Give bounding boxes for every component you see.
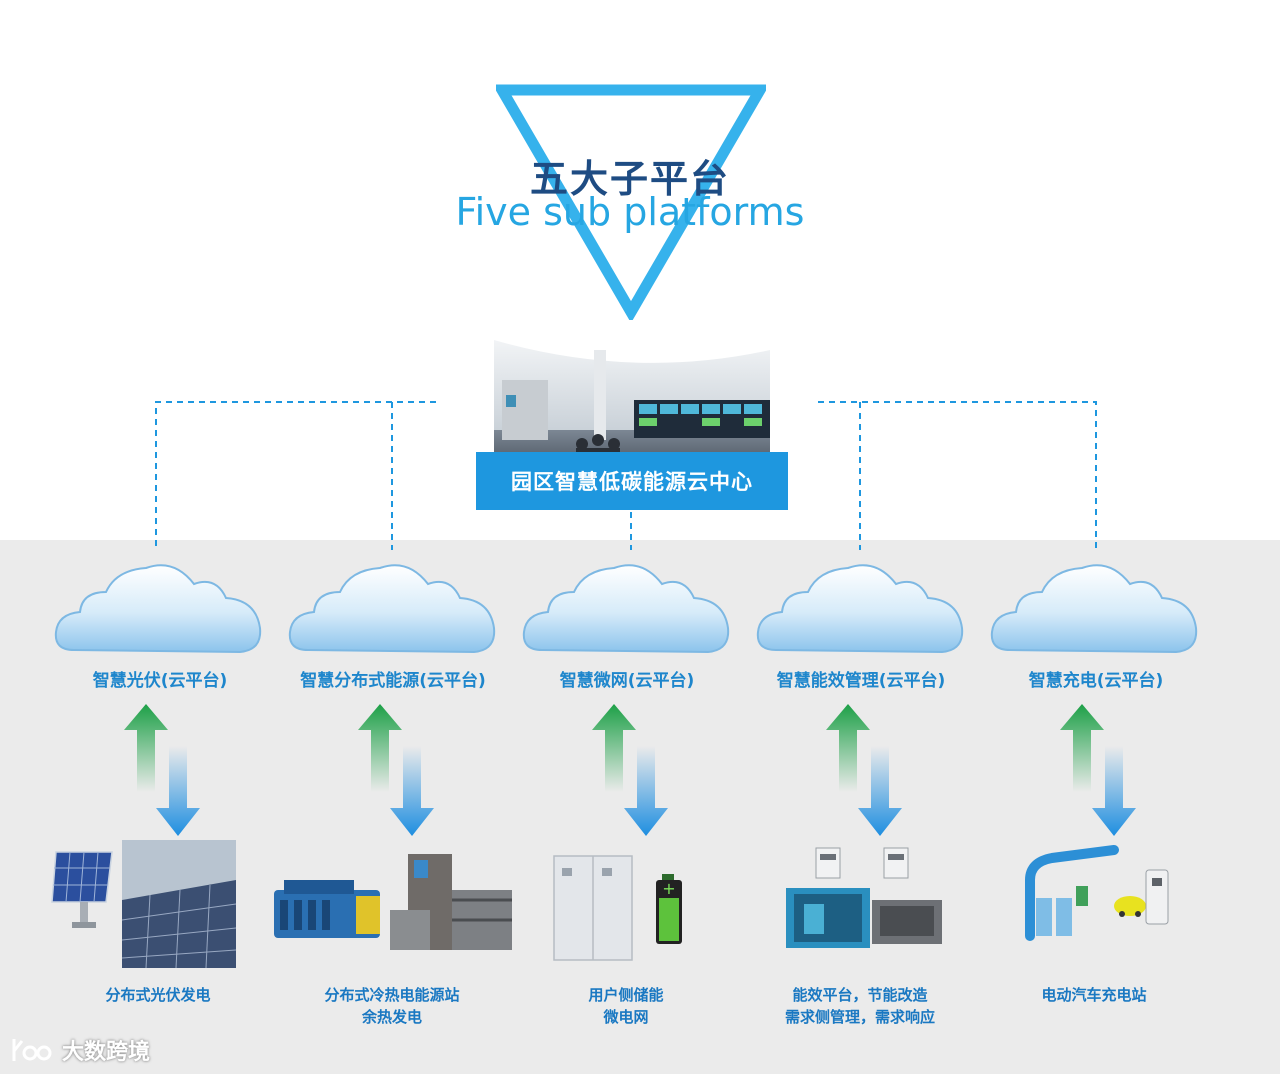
cloud-icon [522,564,730,654]
sync-arrows-icon [358,704,434,836]
connector-right-outer [818,401,1097,550]
caption-line: 余热发电 [361,1008,422,1026]
caption-efficiency: 能效平台，节能改造 需求侧管理，需求响应 [740,984,980,1028]
caption-line: 分布式光伏发电 [105,986,211,1004]
caption-line: 分布式冷热电能源站 [324,986,460,1004]
platform-cloud-2 [276,550,516,670]
caption-charging: 电动汽车充电站 [974,984,1214,1006]
platform-label-efficiency: 智慧能效管理(云平台) [776,671,946,691]
platform-cloud-5 [978,550,1218,670]
platform-cloud-3 [510,550,750,670]
sync-arrows-icon [124,704,200,836]
battery-storage-icon: + [553,855,682,961]
caption-line: 能效平台，节能改造 [792,986,928,1004]
header-title-en: Five sub platforms [455,190,805,234]
control-room-photo [494,340,770,468]
platform-cloud-4 [744,550,984,670]
connector-left-outer [155,401,436,550]
platform-label-microgrid: 智慧微网(云平台) [559,671,695,691]
center-cloud-label: 园区智慧低碳能源云中心 [476,452,788,510]
caption-line: 微电网 [603,1008,649,1026]
cloud-icon [756,564,964,654]
platform-label-charging: 智慧充电(云平台) [1028,671,1164,691]
solar-panel-icon [51,840,237,969]
svg-text:+: + [662,879,675,898]
platform-cloud-1 [42,550,282,670]
caption-microgrid: 用户侧储能 微电网 [506,984,746,1028]
platform-label-distributed-energy: 智慧分布式能源(云平台) [300,671,486,691]
caption-line: 电动汽车充电站 [1041,986,1147,1004]
caption-pv: 分布式光伏发电 [38,984,278,1006]
header-triangle-icon [496,84,766,320]
watermark-text: 大数跨境 [62,1040,151,1065]
header-title-cn: 五大子平台 [529,157,730,201]
watermark: 大数跨境 [10,1034,150,1066]
energy-meter-icon [786,847,942,948]
caption-distributed-energy: 分布式冷热电能源站 余热发电 [272,984,512,1028]
caption-line: 需求侧管理，需求响应 [784,1008,935,1026]
sync-arrows-icon [826,704,902,836]
sync-arrows-icon [592,704,668,836]
watermark-logo-icon [12,1039,52,1061]
ev-charging-station-icon [1025,845,1169,941]
sync-arrows-icon [1060,704,1136,836]
cloud-icon [288,564,496,654]
cloud-icon [990,564,1198,654]
caption-line: 用户侧储能 [588,986,664,1004]
platform-label-pv: 智慧光伏(云平台) [92,671,228,691]
generator-plant-icon [274,854,512,950]
cloud-icon [54,564,262,654]
